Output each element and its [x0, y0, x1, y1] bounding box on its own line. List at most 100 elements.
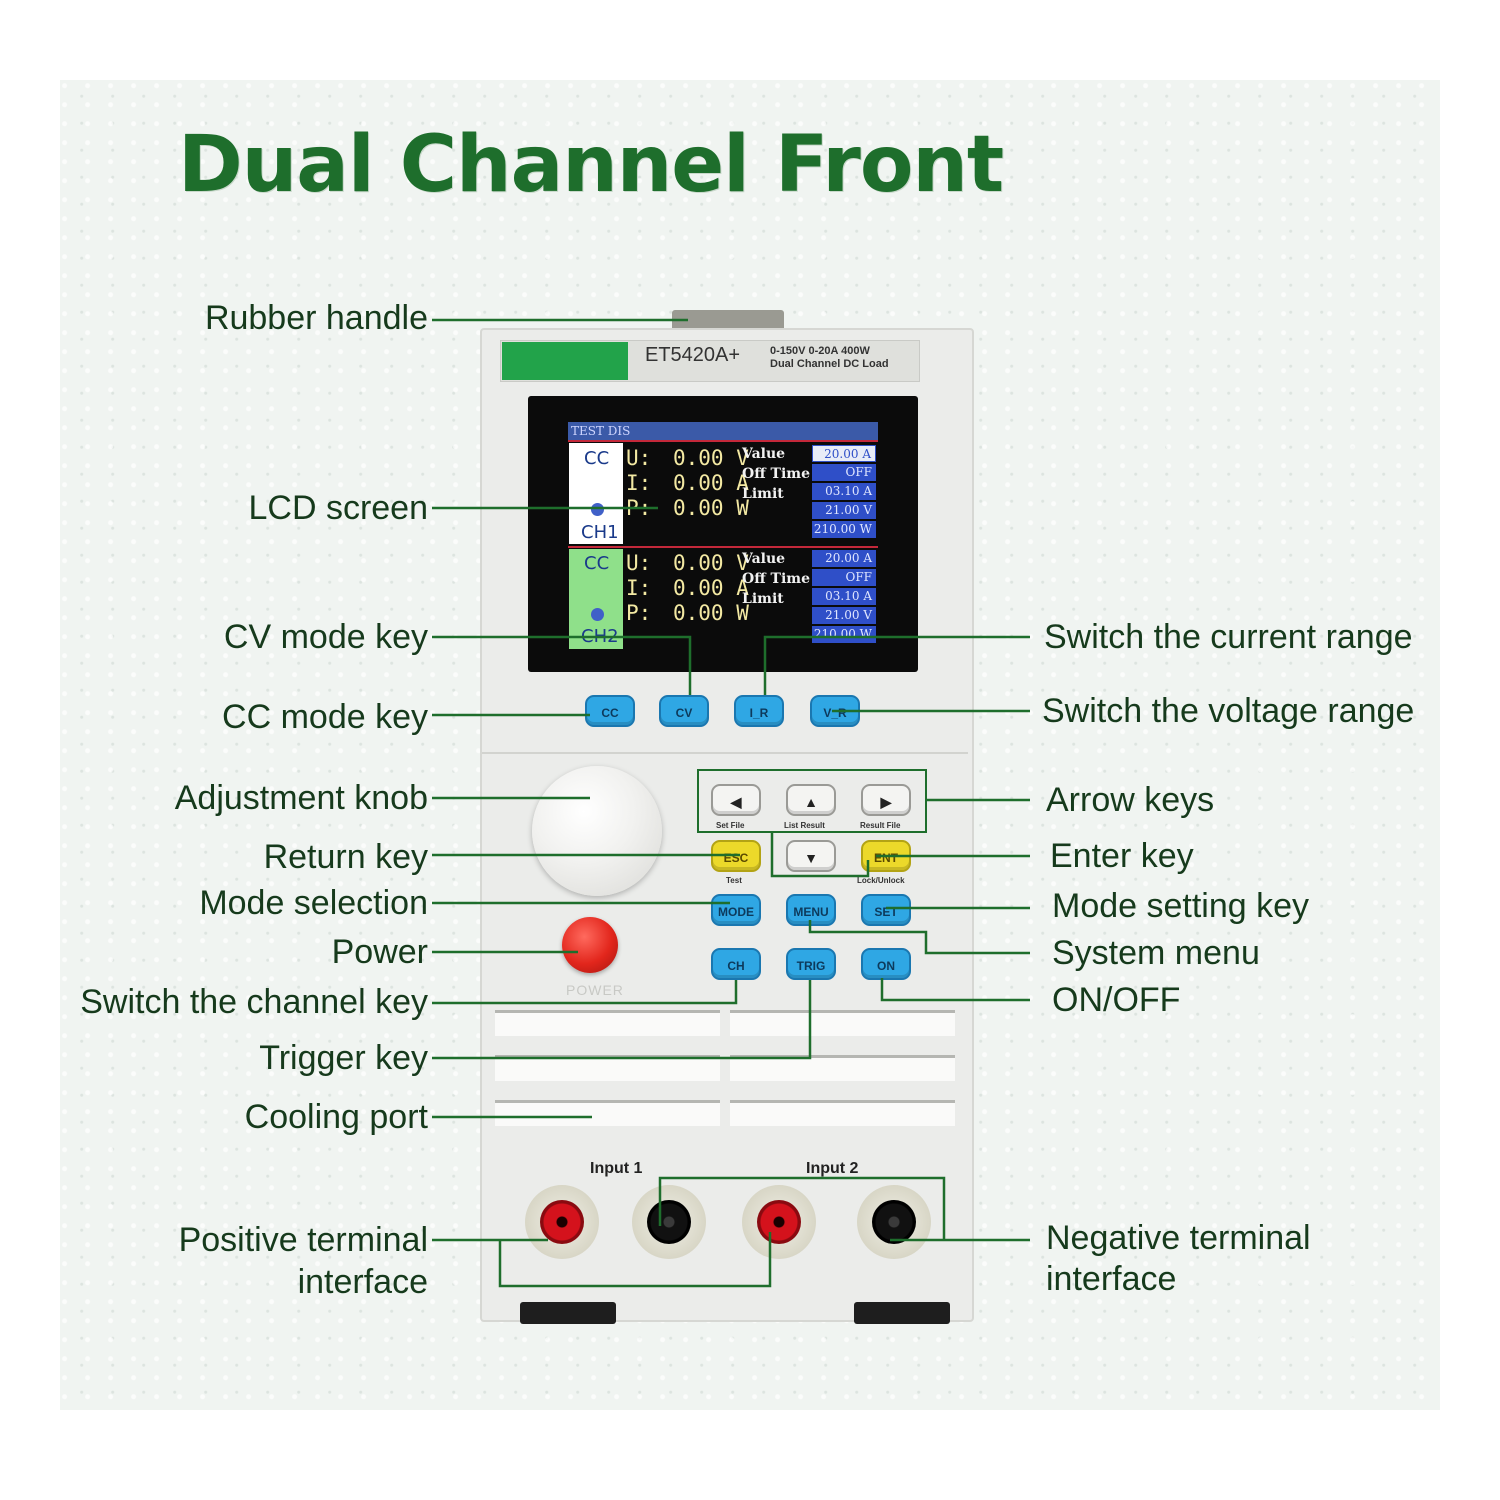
list-result-sublabel: List Result [784, 821, 825, 830]
ch1-box-limit-voltage: 21.00 V [812, 502, 876, 519]
ch1-u-label: U: [626, 446, 652, 470]
mode-key[interactable]: MODE [711, 894, 761, 926]
ch1-side-value: Value [742, 446, 786, 462]
ch1-box-limit-power: 210.00 W [812, 521, 876, 538]
ch-key[interactable]: CH [711, 948, 761, 980]
label-mode-selection: Mode selection [199, 884, 428, 922]
leader-switch-channel [432, 980, 738, 1005]
panel-seam [482, 752, 968, 754]
cooling-vent [495, 1055, 720, 1081]
label-negative-terminal-line2: interface [1046, 1260, 1177, 1298]
ch2-box-limit-voltage: 21.00 V [812, 607, 876, 624]
ch2-panel [569, 549, 623, 649]
label-lcd-screen: LCD screen [248, 489, 428, 527]
ch2-box-value: 20.00 A [812, 550, 876, 567]
brand-green-block [502, 342, 628, 380]
ch1-name: CH1 [581, 522, 619, 543]
cooling-vent [730, 1055, 955, 1081]
leader-negative-terminal [658, 1176, 1030, 1242]
ch1-side-limit: Limit [742, 486, 784, 502]
ch2-indicator-dot [591, 608, 604, 621]
ch1-panel [569, 443, 623, 544]
trig-key[interactable]: TRIG [786, 948, 836, 980]
ch2-side-offtime: Off Time [742, 571, 811, 587]
ch2-u-label: U: [626, 551, 652, 575]
label-trigger-key: Trigger key [259, 1039, 428, 1077]
ch1-side-offtime: Off Time [742, 466, 811, 482]
label-system-menu: System menu [1052, 934, 1260, 972]
result-file-sublabel: Result File [860, 821, 901, 830]
label-cooling-port: Cooling port [244, 1098, 428, 1136]
cooling-vent [495, 1100, 720, 1126]
cooling-vent [730, 1100, 955, 1126]
label-adjustment-knob: Adjustment knob [174, 779, 428, 817]
leader-trigger-key [432, 980, 812, 1060]
set-key[interactable]: SET [861, 894, 911, 926]
leader-cv-mode-key [432, 635, 692, 695]
leader-current-range [763, 635, 1030, 695]
input-2-label: Input 2 [806, 1160, 859, 1177]
positive-terminal-2-socket [757, 1200, 801, 1244]
down-arrow-key[interactable]: ▼ [786, 840, 836, 872]
cv-key[interactable]: CV [659, 695, 709, 727]
device-foot-right [854, 1302, 950, 1324]
label-switch-voltage-range: Switch the voltage range [1042, 692, 1415, 730]
label-positive-terminal-line1: Positive terminal [178, 1221, 428, 1259]
current-range-key[interactable]: I_R [734, 695, 784, 727]
left-arrow-key[interactable]: ◀ [711, 784, 761, 816]
label-negative-terminal-line1: Negative terminal [1046, 1219, 1311, 1257]
ch2-p-value: 0.00 W [673, 601, 749, 625]
model-name: ET5420A+ [645, 344, 741, 366]
spec-text: 0-150V 0-20A 400W Dual Channel DC Load [770, 345, 889, 371]
label-switch-current-range: Switch the current range [1044, 618, 1413, 656]
power-button[interactable] [562, 917, 618, 973]
right-arrow-key[interactable]: ▶ [861, 784, 911, 816]
rubber-handle [672, 310, 784, 332]
negative-terminal-1-socket [647, 1200, 691, 1244]
ch1-box-offtime: OFF [812, 464, 876, 481]
lcd-divider-top [568, 440, 878, 442]
diagram-title: Dual Channel Front [178, 120, 1004, 210]
lock-unlock-sublabel: Lock/Unlock [857, 876, 905, 885]
ch2-p-label: P: [626, 601, 652, 625]
ch2-i-value: 0.00 A [673, 576, 749, 600]
ch1-indicator-dot [591, 503, 604, 516]
ch1-i-value: 0.00 A [673, 471, 749, 495]
up-arrow-key[interactable]: ▲ [786, 784, 836, 816]
label-cc-mode-key: CC mode key [222, 698, 428, 736]
leader-system-menu [808, 920, 1030, 955]
ch1-box-limit-current: 03.10 A [812, 483, 876, 500]
ch2-side-value: Value [742, 551, 786, 567]
label-mode-setting-key: Mode setting key [1052, 887, 1310, 925]
label-positive-terminal-line2: interface [297, 1263, 428, 1301]
label-return-key: Return key [263, 838, 428, 876]
label-on-off: ON/OFF [1052, 981, 1181, 1019]
leader-positive-terminal [432, 1232, 772, 1288]
power-text: POWER [566, 982, 624, 998]
ch1-i-label: I: [626, 471, 652, 495]
label-power: Power [331, 933, 428, 971]
cc-key[interactable]: CC [585, 695, 635, 727]
input-1-label: Input 1 [590, 1160, 643, 1177]
ch1-u-value: 0.00 V [673, 446, 749, 470]
label-switch-channel: Switch the channel key [80, 983, 428, 1021]
adjustment-knob[interactable] [532, 766, 662, 896]
ch2-mode: CC [584, 553, 610, 574]
lcd-divider-middle [568, 546, 878, 548]
arrow-keys-frame [697, 769, 927, 833]
label-cv-mode-key: CV mode key [223, 618, 428, 656]
ch2-u-value: 0.00 V [673, 551, 749, 575]
ch2-box-offtime: OFF [812, 569, 876, 586]
label-rubber-handle: Rubber handle [204, 299, 428, 337]
ch2-side-limit: Limit [742, 591, 784, 607]
lcd-header: TEST DIS [568, 422, 878, 440]
device-foot-left [520, 1302, 616, 1324]
ch2-box-limit-current: 03.10 A [812, 588, 876, 605]
ch1-box-value: 20.00 A [812, 445, 876, 462]
set-file-sublabel: Set File [716, 821, 745, 830]
label-enter-key: Enter key [1050, 837, 1194, 875]
ch1-mode: CC [584, 448, 610, 469]
label-arrow-keys: Arrow keys [1046, 781, 1215, 819]
on-key[interactable]: ON [861, 948, 911, 980]
